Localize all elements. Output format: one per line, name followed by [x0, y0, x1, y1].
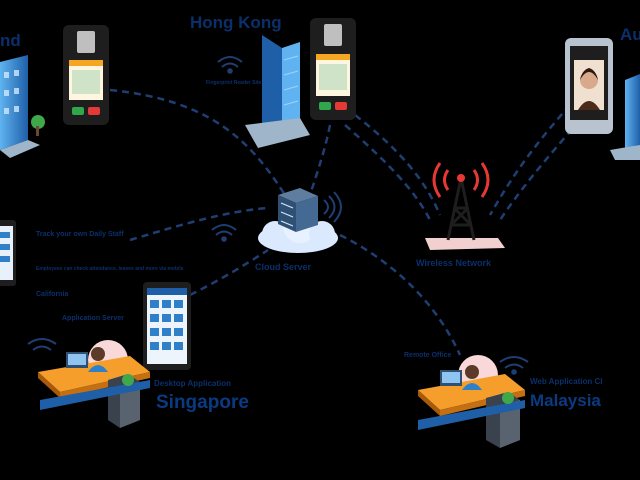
- malaysia-label: Malaysia: [530, 391, 601, 410]
- wifi-icon-malaysia: [499, 356, 529, 375]
- desktop-application-label: Desktop Application: [154, 379, 231, 388]
- city-hong-kong-label: Hong Kong: [190, 13, 282, 32]
- city-left-label: nd: [0, 31, 21, 50]
- line-hk-to-tower-2: [344, 124, 432, 221]
- web-application-label: Web Application Cl: [530, 377, 602, 386]
- line-hk-to-tower: [354, 114, 442, 216]
- line-hk-terminal-to-server: [308, 124, 332, 196]
- singapore-label: Singapore: [156, 392, 249, 413]
- line-face-to-tower: [488, 104, 571, 216]
- track-day-label: Track your own Daily Staff: [36, 231, 124, 238]
- california-label: California: [36, 291, 68, 298]
- line-daily-to-server: [129, 206, 271, 242]
- wifi-icon-daily: [211, 224, 237, 242]
- desk-worker-icon-malaysia: [418, 355, 525, 448]
- city-right-label: Au: [620, 25, 640, 44]
- tower-building-hong-kong: [245, 35, 310, 148]
- terminal-device-left: [63, 25, 109, 125]
- face-terminal-icon: [565, 38, 613, 134]
- application-server-label: Application Server: [62, 315, 124, 322]
- tablet-icon: [143, 282, 191, 370]
- wifi-icon: [217, 56, 243, 74]
- line-server-to-malaysia: [339, 233, 462, 356]
- server-icon: [278, 188, 318, 232]
- terminal-device-hong-kong: [310, 18, 356, 120]
- cloud-server-label: Cloud Server: [255, 262, 312, 272]
- building-right: [610, 74, 640, 160]
- tablet-left: [0, 220, 16, 286]
- fingerprint-reader-label: Fingerprint Reader Site: [206, 80, 262, 86]
- line-face-to-tower-2: [498, 119, 581, 221]
- server-wifi-icon: [323, 191, 342, 223]
- building-left: [0, 55, 45, 158]
- track-detail-label: Employees can check attendance, leaves a…: [36, 266, 184, 272]
- desk-worker-icon-singapore: [27, 338, 150, 428]
- antenna-tower-icon: [425, 162, 505, 250]
- line-singapore-to-server: [189, 248, 269, 297]
- remote-office-label: Remote Office: [404, 352, 452, 359]
- wireless-network-label: Wireless Network: [416, 258, 492, 268]
